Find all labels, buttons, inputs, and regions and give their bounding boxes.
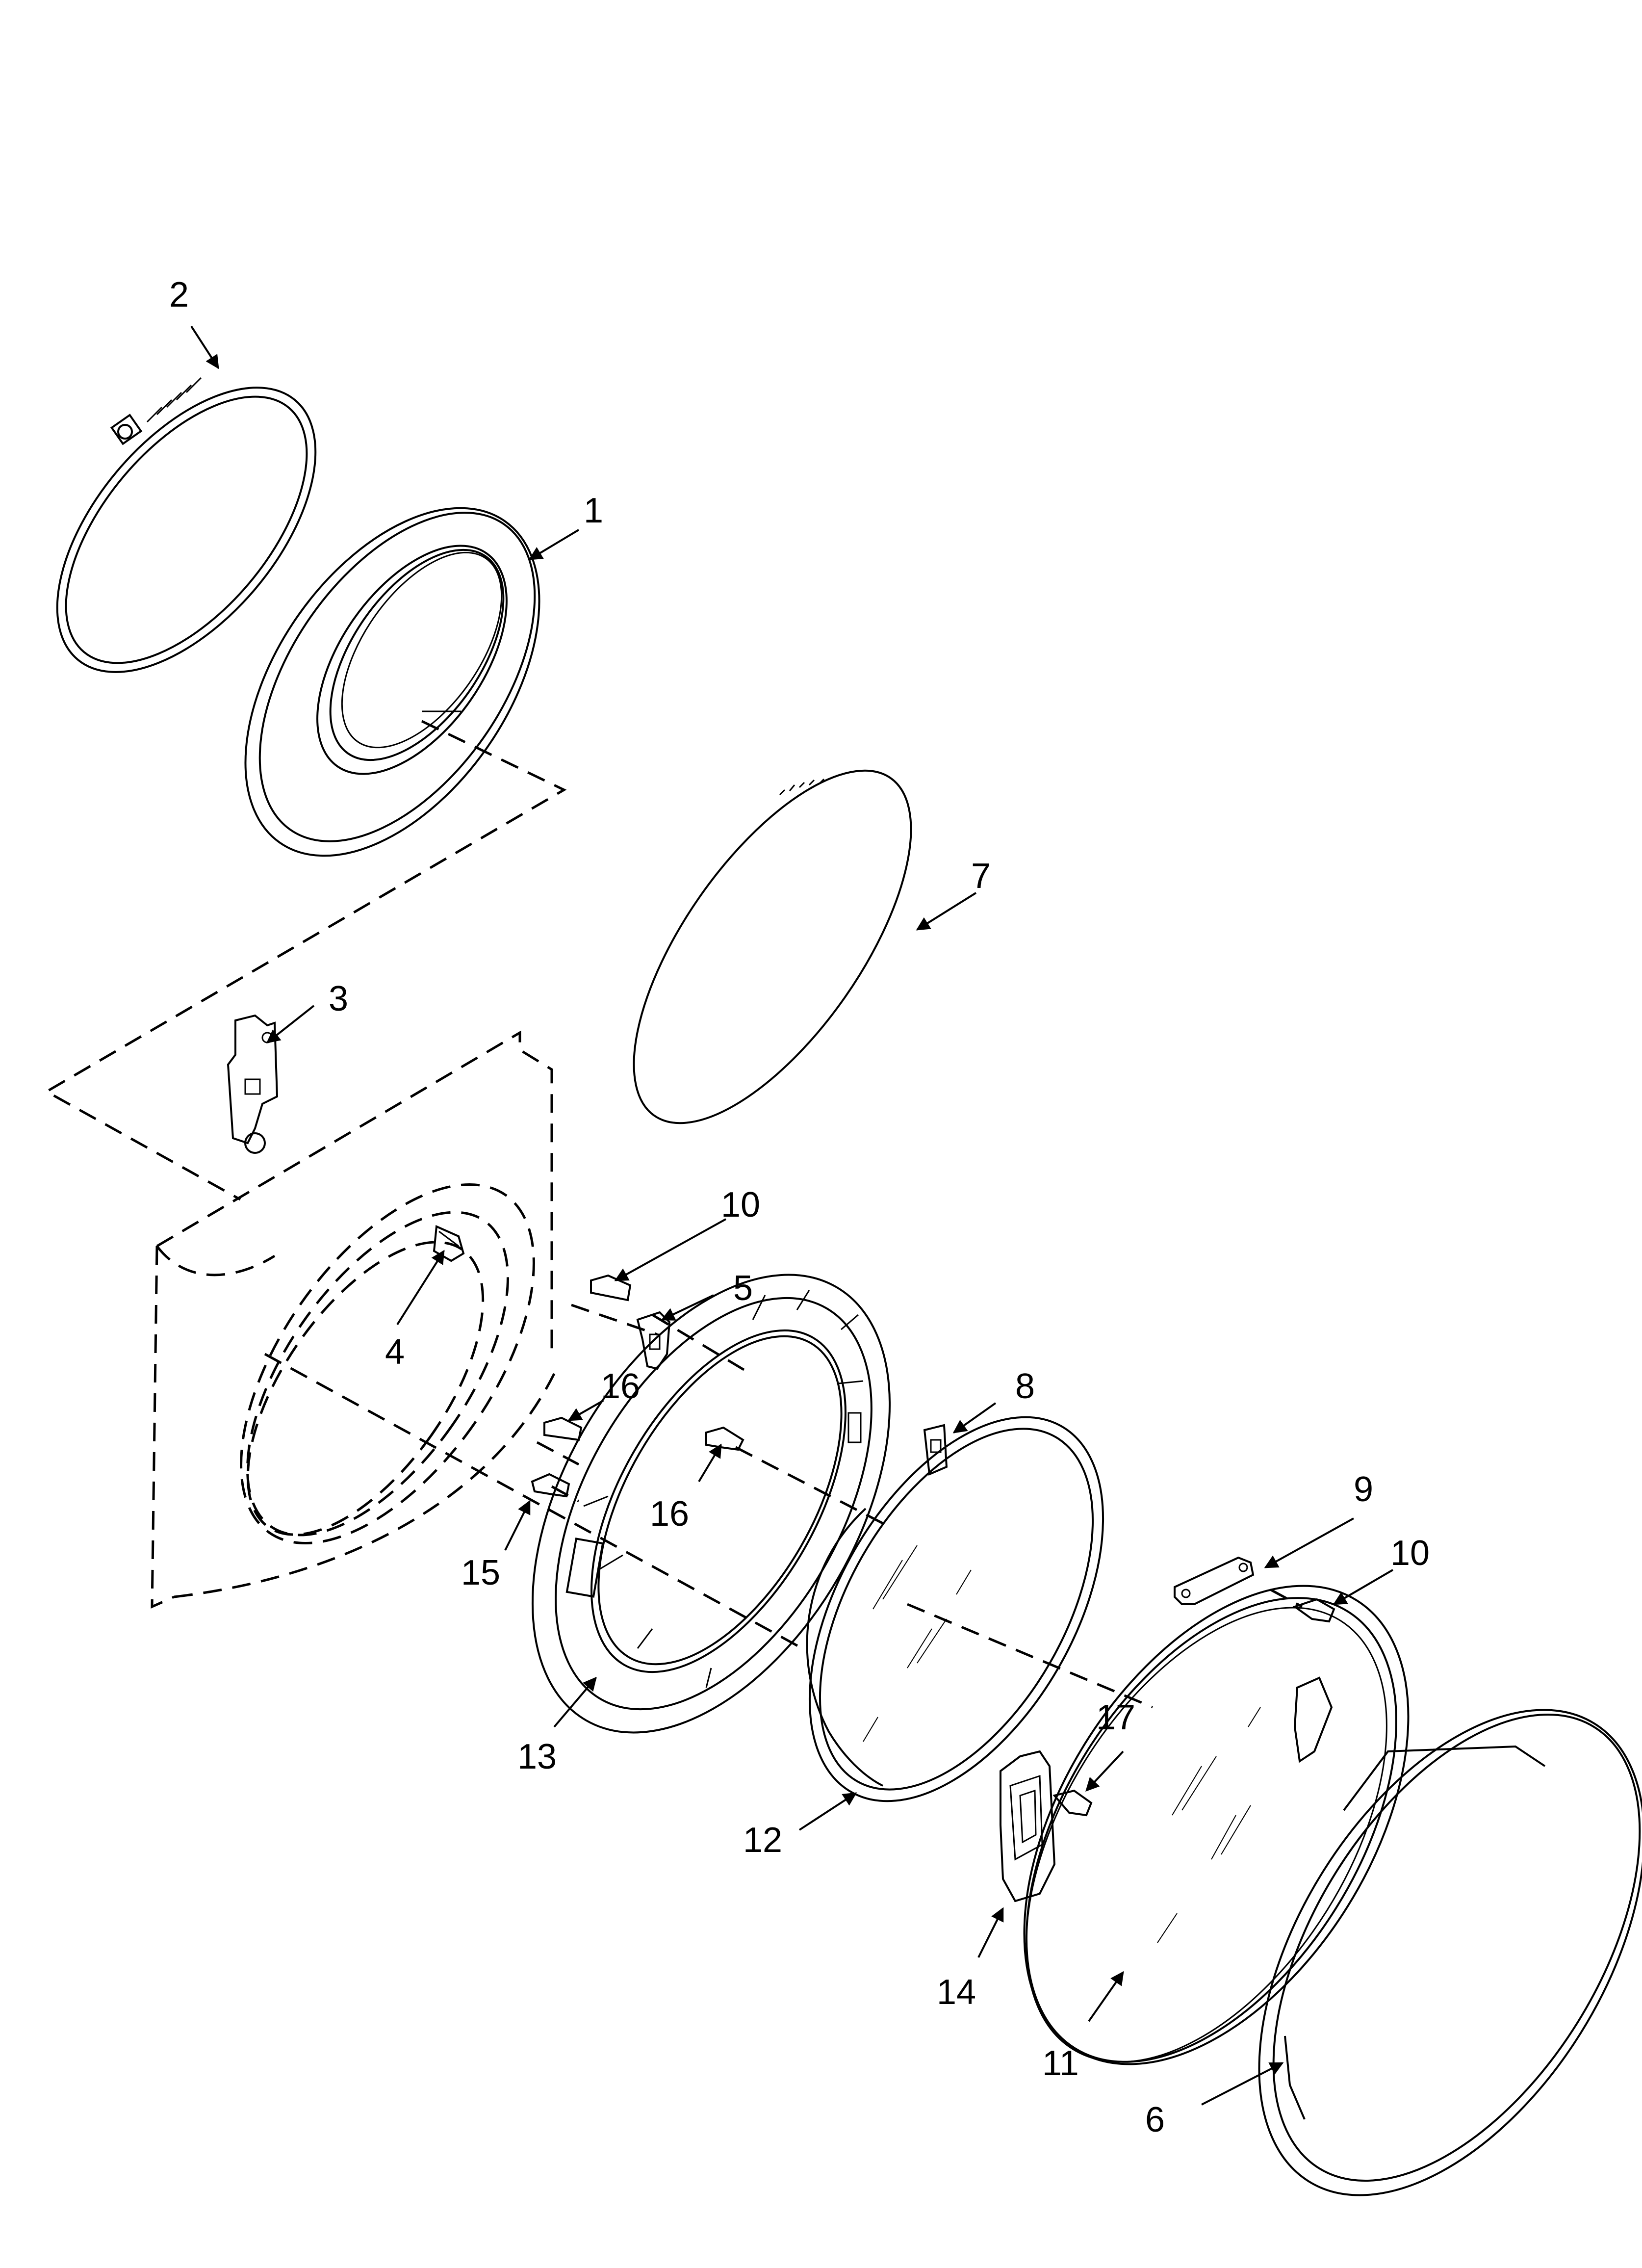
label-part-8: 8 [1015, 1367, 1035, 1406]
part-12-glass-bowl [806, 1416, 1104, 1802]
label-part-14: 14 [937, 1973, 976, 2012]
label-part-7: 7 [971, 857, 991, 896]
part-17-screw [1052, 1789, 1093, 1817]
cabinet-front-dashed [44, 720, 1303, 1709]
part-7-wire-ring [633, 769, 912, 1124]
label-part-1: 1 [584, 491, 603, 530]
label-part-13: 13 [517, 1737, 557, 1776]
label-part-10-lower: 10 [1390, 1534, 1430, 1573]
part-3-strike [227, 1014, 279, 1154]
label-part-15: 15 [461, 1553, 500, 1592]
part-14-hinge [1000, 1750, 1056, 1903]
label-part-16-left: 16 [601, 1367, 640, 1406]
part-11-outer-door [1023, 1585, 1410, 2065]
label-part-10-upper: 10 [721, 1185, 760, 1225]
label-part-2: 2 [169, 275, 189, 314]
part-4-screw [433, 1225, 465, 1262]
part-15-screw [531, 1473, 570, 1498]
leader-lines [190, 325, 1394, 2106]
label-part-3: 3 [329, 979, 348, 1018]
label-part-9: 9 [1354, 1470, 1373, 1509]
label-part-16-right: 16 [650, 1494, 689, 1534]
label-part-12: 12 [743, 1821, 782, 1860]
label-part-4: 4 [385, 1332, 405, 1372]
part-6-outer-rim [1258, 1709, 1642, 2196]
part-16-screw-left [543, 1416, 583, 1441]
label-part-11: 11 [1042, 2044, 1079, 2083]
part-labels: 2 1 7 3 10 5 4 8 16 16 15 9 10 13 17 12 … [169, 275, 1430, 2139]
label-part-6: 6 [1145, 2100, 1165, 2139]
part-2-clamp [56, 377, 317, 673]
label-part-17: 17 [1096, 1698, 1135, 1737]
part-13-inner-frame [531, 1274, 891, 1734]
part-9-bracket [1174, 1556, 1255, 1605]
part-1-bellow [244, 507, 540, 857]
part-16-screw-right [705, 1426, 744, 1451]
label-part-5: 5 [733, 1269, 753, 1308]
part-10-screw-upper [590, 1274, 632, 1302]
